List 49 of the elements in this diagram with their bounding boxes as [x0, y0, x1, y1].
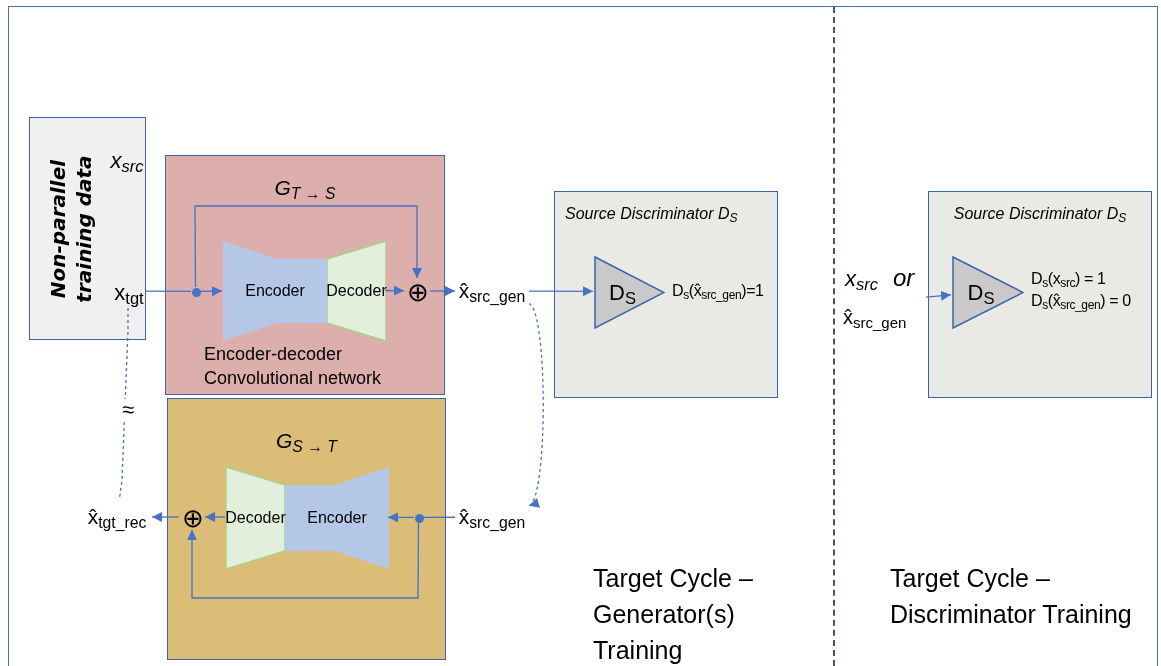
section-label: Target Cycle – Discriminator Training [890, 563, 1133, 630]
variable-label: x$_{tgt}$ [114, 278, 144, 309]
variable-label: x$_{src}$ [110, 146, 144, 177]
shape-label: Decoder [326, 281, 387, 301]
discriminator-panel [928, 191, 1152, 398]
panel-title: G$_{S → T}$ [275, 428, 339, 457]
section-label: Target Cycle – Generator(s) Training [593, 563, 754, 666]
encoder-trapezoid [285, 467, 389, 569]
edge-label: ≈ [120, 399, 136, 421]
data-panel [29, 117, 146, 340]
shape-label: D$_{S}$ [609, 279, 637, 309]
variable-label: x̂$_{src_gen}$ [843, 305, 907, 332]
output-formula: D$_{s}$(x$_{src}$) = 1 [1031, 269, 1107, 290]
discriminator-panel [554, 191, 778, 398]
arrow [187, 521, 420, 599]
sum-symbol: ⊕ [407, 279, 429, 305]
arrow [204, 512, 226, 522]
output-formula: D$_{s}$(x̂$_{src_gen}$)=1 [672, 281, 764, 302]
generator-panel [165, 155, 445, 395]
decoder-trapezoid [226, 467, 285, 569]
encoder-trapezoid [223, 241, 327, 341]
arrow [384, 285, 405, 296]
arrow [194, 205, 422, 288]
dashed-connector [118, 307, 129, 499]
panel-title: G$_{T → S}$ [273, 175, 337, 204]
arrow [199, 286, 223, 297]
panel-title: Source Discriminator D$_{S}$ [952, 204, 1128, 226]
output-formula: D$_{s}$(x̂$_{src_gen}$) = 0 [1031, 291, 1131, 312]
variable-label: x$_{src}$ [845, 265, 878, 295]
arrow [429, 286, 456, 296]
arrow [925, 290, 952, 301]
sum-symbol: ⊕ [182, 505, 204, 531]
dashed-connector [528, 302, 544, 507]
panel-caption: Encoder-decoder Convolutional network [204, 343, 383, 390]
panel-title: Source Discriminator D$_{S}$ [565, 204, 738, 226]
shape-label: Encoder [307, 508, 367, 528]
arrow [387, 512, 415, 523]
arrow [151, 512, 180, 522]
variable-label: x̂$_{src_gen}$ [458, 278, 526, 307]
decoder-trapezoid [327, 241, 386, 341]
arrow [528, 286, 594, 297]
shape-label: Decoder [225, 508, 286, 528]
panel-title: Non-parallel training data [45, 154, 97, 305]
shape-label: D$_{S}$ [967, 279, 996, 309]
conjunction-label: or [893, 263, 915, 293]
generator-panel [167, 398, 446, 660]
variable-label: x̂$_{src_gen}$ [458, 504, 526, 533]
shape-label: Encoder [245, 281, 305, 301]
variable-label: x̂$_{tgt_rec}$ [87, 504, 147, 533]
